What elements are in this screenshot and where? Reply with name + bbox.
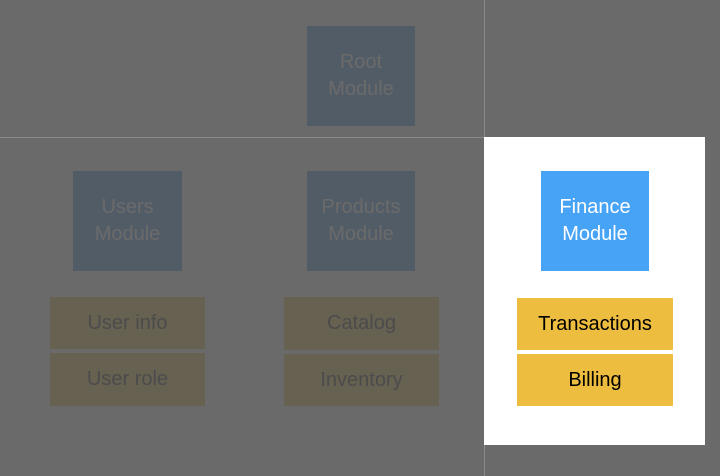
users-item-user-role: User role [50, 353, 205, 406]
finance-item-billing: Billing [517, 354, 673, 406]
users-module-box: Users Module [73, 171, 182, 271]
users-item-user-info: User info [50, 297, 205, 349]
finance-item-transactions: Transactions [517, 298, 673, 350]
products-item-inventory: Inventory [284, 354, 439, 406]
products-item-catalog: Catalog [284, 297, 439, 350]
finance-module-box: Finance Module [541, 171, 649, 271]
products-module-box: Products Module [307, 171, 415, 271]
root-module-box: Root Module [307, 26, 415, 126]
